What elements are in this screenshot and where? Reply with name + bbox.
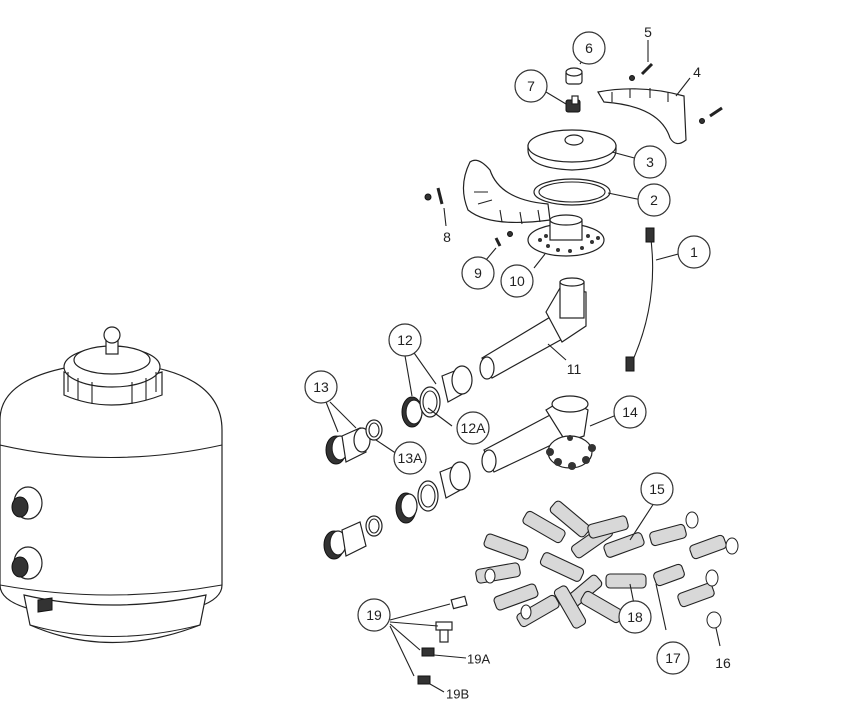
callout-6: 6 bbox=[572, 31, 606, 65]
svg-text:19: 19 bbox=[366, 607, 382, 623]
callout-10: 10 bbox=[500, 264, 534, 298]
callout-12a: 12A bbox=[456, 411, 490, 445]
part-9-screw bbox=[485, 231, 513, 261]
callout-9: 9 bbox=[461, 256, 495, 290]
svg-text:18: 18 bbox=[627, 609, 643, 625]
svg-text:3: 3 bbox=[646, 154, 654, 170]
svg-text:17: 17 bbox=[665, 650, 681, 666]
part-10-diffuser bbox=[527, 214, 605, 269]
svg-text:2: 2 bbox=[650, 192, 658, 208]
part-1-hose bbox=[625, 227, 683, 372]
callout-1: 1 bbox=[677, 235, 711, 269]
callout-11: 11 bbox=[567, 361, 582, 377]
callout-18: 18 bbox=[618, 600, 652, 634]
svg-text:12: 12 bbox=[397, 332, 413, 348]
callout-4: 4 bbox=[693, 64, 701, 80]
part-13-union bbox=[325, 401, 401, 465]
svg-text:1: 1 bbox=[690, 244, 698, 260]
svg-text:13A: 13A bbox=[398, 450, 424, 466]
callout-13: 13 bbox=[304, 370, 338, 404]
part-2-gasket bbox=[533, 178, 643, 206]
svg-text:12A: 12A bbox=[461, 420, 487, 436]
filter-tank bbox=[0, 326, 223, 644]
callout-15: 15 bbox=[640, 472, 674, 506]
part-14-manifold bbox=[481, 395, 615, 473]
svg-text:10: 10 bbox=[509, 273, 525, 289]
lower-unions bbox=[323, 461, 471, 560]
callout-19a: 19A bbox=[467, 652, 490, 667]
part-8-bolt bbox=[424, 187, 447, 227]
svg-text:13: 13 bbox=[313, 379, 329, 395]
svg-text:7: 7 bbox=[527, 78, 535, 94]
callout-16: 16 bbox=[715, 655, 731, 671]
part-4-clamp bbox=[597, 77, 691, 145]
callout-19b: 19B bbox=[446, 687, 469, 702]
part-3-lid bbox=[527, 129, 643, 171]
callout-12: 12 bbox=[388, 323, 422, 357]
callout-5: 5 bbox=[644, 24, 652, 40]
part-6-gauge bbox=[565, 57, 585, 85]
laterals-cluster bbox=[475, 499, 739, 647]
callout-17: 17 bbox=[656, 641, 690, 675]
callout-7: 7 bbox=[514, 69, 548, 103]
svg-text:6: 6 bbox=[585, 40, 593, 56]
callout-3: 3 bbox=[633, 145, 667, 179]
callout-8: 8 bbox=[443, 229, 451, 245]
part-19-fittings bbox=[389, 595, 468, 693]
part-12-union bbox=[401, 349, 473, 428]
svg-text:14: 14 bbox=[622, 404, 638, 420]
callout-13a: 13A bbox=[393, 441, 427, 475]
part-5-bolts bbox=[629, 40, 723, 124]
svg-text:9: 9 bbox=[474, 265, 482, 281]
callout-2: 2 bbox=[637, 183, 671, 217]
part-7-valve bbox=[545, 91, 581, 113]
callout-19: 19 bbox=[357, 598, 391, 632]
svg-text:15: 15 bbox=[649, 481, 665, 497]
part-11-pipe bbox=[479, 277, 587, 380]
callout-14: 14 bbox=[613, 395, 647, 429]
